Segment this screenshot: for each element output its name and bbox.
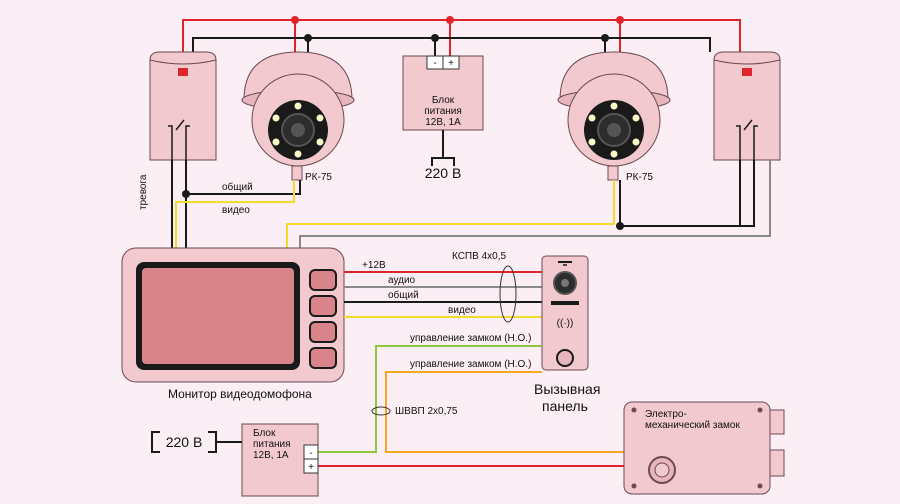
call-panel-label-1: Вызывная <box>534 381 600 397</box>
psu-bottom-title-1: Блок <box>253 428 276 439</box>
middle-wiring <box>171 160 771 248</box>
wire-label-lock-control-2: управление замком (Н.О.) <box>410 359 531 370</box>
junction-dot <box>304 34 312 42</box>
intercom-monitor <box>121 247 345 383</box>
camera-right-label: РК-75 <box>626 172 653 183</box>
psu-top-plus: + <box>448 58 454 69</box>
call-panel: ((·)) <box>541 255 589 371</box>
cable-kspv-label: КСПВ 4х0,5 <box>452 251 506 262</box>
mains-top-label: 220 В <box>425 165 462 181</box>
junction-dot <box>601 34 609 42</box>
rfid-icon: ((·)) <box>557 318 574 329</box>
lock-label-1: Электро- <box>645 409 687 420</box>
electromechanical-lock <box>623 401 785 495</box>
wire-label-video: видео <box>448 305 476 316</box>
junction-dot <box>291 16 299 24</box>
dome-camera-left <box>241 51 355 181</box>
lock-label-2: механический замок <box>645 420 740 431</box>
sensor-left-led <box>178 68 188 76</box>
mains-bottom <box>151 431 242 453</box>
motion-sensor-left <box>149 51 217 161</box>
top-wiring <box>182 19 741 56</box>
dome-camera-right <box>557 51 671 181</box>
psu-bottom-title-2: питания <box>253 439 291 450</box>
wire-red-top <box>182 19 741 52</box>
junction-dot <box>446 16 454 24</box>
camera-left-label: РК-75 <box>305 172 332 183</box>
psu-top-minus: - <box>433 58 436 69</box>
wire-label-lock-control-1: управление замком (Н.О.) <box>410 333 531 344</box>
psu-bottom-plus: + <box>308 462 314 473</box>
psu-top-title-3: 12В, 1А <box>425 117 461 128</box>
monitor-button-4 <box>309 347 337 369</box>
psu-top-title-1: Блок <box>432 95 455 106</box>
monitor-button-1 <box>309 269 337 291</box>
junction-dots-mid <box>182 190 624 230</box>
wire-label-audio: аудио <box>388 275 416 286</box>
call-panel-label-2: панель <box>542 398 588 414</box>
wire-label-alarm: тревога <box>138 174 149 210</box>
power-supply-top: - + Блок питания 12В, 1А <box>402 55 484 131</box>
cable-shvvp-label: ШВВП 2х0,75 <box>395 406 458 417</box>
wire-label-common: общий <box>388 289 419 301</box>
junction-dot <box>431 34 439 42</box>
monitor-button-3 <box>309 321 337 343</box>
sensor-right-led <box>742 68 752 76</box>
monitor-screen <box>142 268 294 364</box>
panel-wiring <box>344 265 542 323</box>
junction-dots-top <box>291 16 624 42</box>
monitor-label: Монитор видеодомофона <box>168 387 312 401</box>
call-button <box>556 349 574 367</box>
monitor-button-2 <box>309 295 337 317</box>
wire-label-video-top: видео <box>222 205 250 216</box>
wire-black-top <box>192 37 711 52</box>
mains-bottom-label: 220 В <box>166 434 203 450</box>
psu-bottom-title-3: 12В, 1А <box>253 450 289 461</box>
psu-bottom-minus: - <box>309 448 312 459</box>
wire-label-common-top: общий <box>222 181 253 193</box>
power-supply-bottom: - + Блок питания 12В, 1А <box>241 423 319 497</box>
junction-dot <box>616 16 624 24</box>
mains-top <box>431 130 455 166</box>
wire-label-plus12: +12В <box>362 260 386 271</box>
lock-wiring <box>318 345 624 467</box>
motion-sensor-right <box>713 51 781 161</box>
psu-top-title-2: питания <box>424 106 462 117</box>
